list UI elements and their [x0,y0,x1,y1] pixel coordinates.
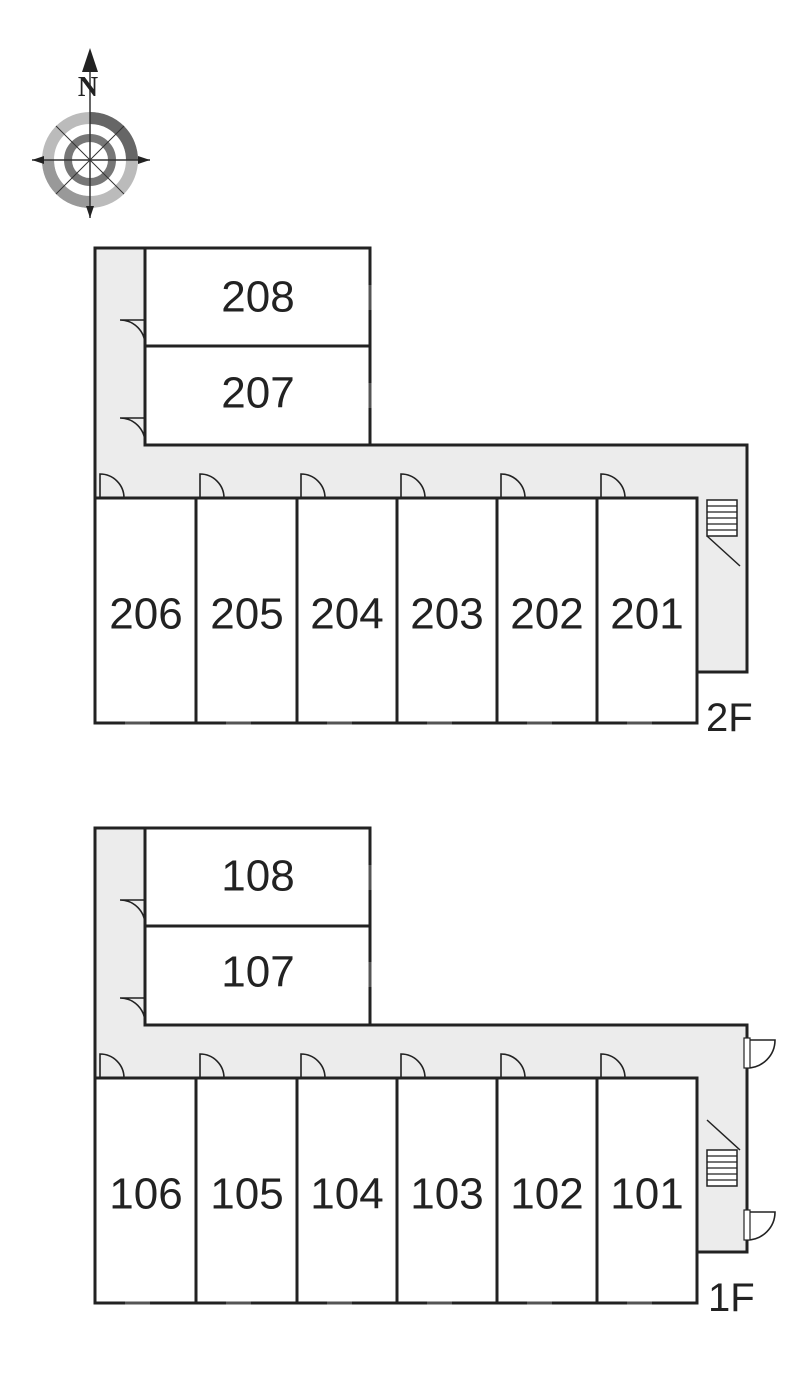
door-icon [119,899,146,926]
door-icon [500,1053,526,1079]
room-box [143,246,372,348]
floor-1f: 108 107 106 105 104 103 102 101 [93,826,776,1320]
door-icon [746,1211,776,1241]
room-number: 207 [221,369,294,418]
compass-rose-icon: N [32,48,150,218]
room-number: 102 [510,1170,583,1219]
room-number: 108 [221,852,294,901]
door-icon [199,1053,225,1079]
room-box [143,344,372,447]
door-icon [600,1053,626,1079]
door-icon [500,473,526,499]
door-icon [119,319,146,346]
room-number: 101 [610,1170,683,1219]
door-icon [119,417,146,444]
room-number: 104 [310,1170,383,1219]
door-icon [99,473,125,499]
door-frame [743,1037,751,1069]
door-icon [300,473,326,499]
compass-north-label: N [78,72,98,103]
floor-label: 2F [706,696,753,740]
room-number: 105 [210,1170,283,1219]
room-number: 106 [109,1170,182,1219]
floor-2f: 208 207 206 205 204 203 202 201 [93,246,753,740]
door-icon [99,1053,125,1079]
room-number: 107 [221,948,294,997]
stairs-icon [706,499,741,567]
room-box [395,496,499,725]
room-number: 201 [610,590,683,639]
stairs-icon [706,1119,741,1187]
door-icon [746,1039,776,1069]
door-icon [199,473,225,499]
room-number: 208 [221,273,294,322]
door-icon [400,1053,426,1079]
room-number: 103 [410,1170,483,1219]
door-icon [400,473,426,499]
door-icon [300,1053,326,1079]
room-number: 205 [210,590,283,639]
door-frame [743,1209,751,1241]
room-number: 204 [310,590,383,639]
room-number: 203 [410,590,483,639]
floor-label: 1F [708,1276,755,1320]
room-box [595,496,699,725]
door-icon [600,473,626,499]
room-box [143,924,372,1027]
room-number: 206 [109,590,182,639]
door-icon [119,997,146,1024]
room-box [595,1076,699,1305]
room-box [495,496,599,725]
room-box [93,1076,198,1305]
room-number: 202 [510,590,583,639]
